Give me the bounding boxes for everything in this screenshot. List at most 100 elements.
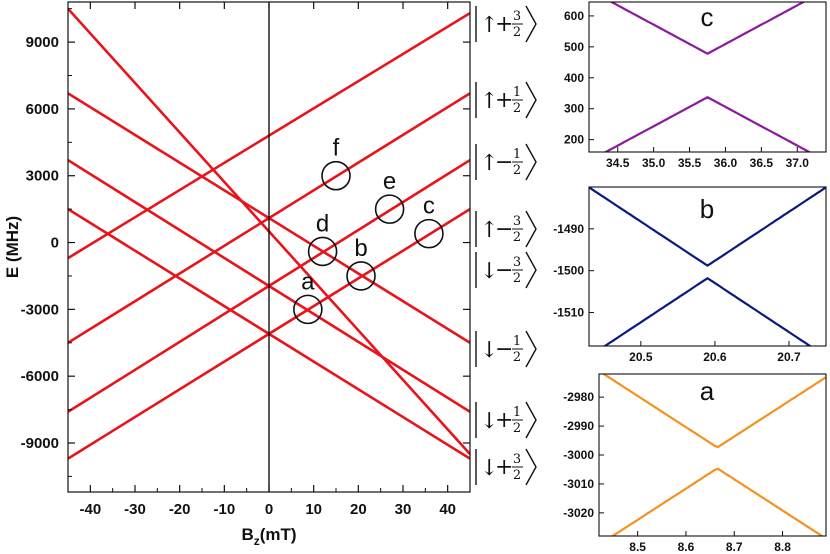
anticrossing-circle-e [374, 194, 405, 224]
x-tick-label: -20 [169, 501, 191, 518]
ket-angle [525, 5, 537, 43]
inset-c-x-tick-label: 35.0 [642, 156, 666, 170]
inset-b-x-tick-label: 20.5 [629, 350, 653, 364]
state-label-2: ↑+12 [475, 81, 537, 119]
inset-a-x-tick-label: 8.8 [774, 540, 791, 554]
x-tick-label: 10 [305, 501, 322, 518]
main-plot-area [68, 2, 470, 492]
sign: − [495, 337, 513, 362]
state-label-5: ↓−32 [475, 251, 537, 289]
anticrossing-label-d: d [316, 210, 329, 237]
spin-arrow: ↓ [480, 456, 498, 481]
sign: + [495, 455, 513, 480]
y-tick-label: 9000 [26, 34, 59, 51]
fraction-numerator: 1 [513, 334, 521, 349]
anticrossing-label-e: e [383, 168, 396, 195]
inset-c-x-tick-label: 36.0 [714, 156, 738, 170]
spin-arrow: ↓ [480, 409, 498, 434]
inset-c-y-tick-label: 400 [564, 71, 584, 85]
ket-angle [525, 251, 537, 289]
ket-angle [525, 448, 537, 486]
inset-a-y-tick-label: -3020 [563, 506, 594, 520]
inset-b-y-tick-label: -1510 [553, 306, 584, 320]
anticrossing-label-f: f [333, 135, 340, 162]
sign: + [495, 12, 513, 37]
inset-c-x-tick-label: 34.5 [606, 156, 630, 170]
fraction-numerator: 1 [513, 147, 521, 162]
spin-arrow: ↑ [480, 13, 498, 38]
fraction-denominator: 2 [513, 101, 521, 116]
x-tick-label: -10 [213, 501, 235, 518]
y-tick-label: 3000 [26, 168, 59, 185]
inset-a-x-tick-label: 8.7 [726, 540, 743, 554]
ket-angle [525, 401, 537, 439]
inset-a-y-tick-label: -3010 [563, 477, 594, 491]
fraction-numerator: 3 [513, 214, 521, 229]
sign: + [495, 88, 513, 113]
inset-c-lower-branch [603, 96, 812, 152]
sign: − [495, 217, 513, 242]
inset-b-x-tick-label: 20.6 [703, 350, 727, 364]
state-label-8: ↓+32 [475, 448, 537, 486]
anticrossing-circle-c [414, 218, 444, 249]
fraction-numerator: 1 [513, 85, 521, 100]
anticrossing-circle-a [293, 294, 323, 325]
anticrossing-label-c: c [423, 193, 435, 220]
x-tick-label: 40 [439, 501, 456, 518]
spin-arrow: ↓ [480, 259, 498, 284]
fraction-numerator: 3 [513, 452, 521, 467]
sign: + [495, 408, 513, 433]
x-axis-label-subscript: z [254, 534, 260, 548]
x-tick-label: 20 [350, 501, 367, 518]
inset-a-upper-branch [601, 374, 826, 449]
inset-b-lower-branch [603, 276, 812, 346]
inset-c-frame [588, 1, 827, 153]
x-tick-label: -40 [79, 501, 101, 518]
y-tick-label: -6000 [21, 368, 59, 385]
inset-c-y-tick-label: 500 [564, 40, 584, 54]
y-axis-label: E (MHz) [3, 216, 22, 278]
anticrossing-label-a: a [301, 268, 315, 295]
fraction-numerator: 3 [513, 9, 521, 24]
sign: − [495, 258, 513, 283]
state-label-1: ↑+32 [475, 5, 537, 43]
fraction-denominator: 2 [513, 421, 521, 436]
state-label-7: ↓+12 [475, 401, 537, 439]
x-tick-label: -30 [124, 501, 146, 518]
inset-a-x-tick-label: 8.6 [678, 540, 695, 554]
fraction-denominator: 2 [513, 468, 521, 483]
ket-angle [525, 330, 537, 368]
inset-b-title: b [700, 194, 714, 224]
anticrossing-label-b: b [354, 235, 367, 262]
inset-a-plot-area [601, 374, 826, 536]
ket-angle [525, 81, 537, 119]
inset-c-title: c [701, 2, 714, 32]
anticrossing-circle-b [346, 261, 376, 291]
anticrossing-circle-f [321, 160, 351, 191]
inset-a-y-tick-label: -2990 [563, 419, 594, 433]
inset-b-upper-branch [589, 187, 826, 267]
inset-c-y-tick-label: 200 [564, 133, 584, 147]
fraction-numerator: 1 [513, 405, 521, 420]
x-axis-label-symbol: B [241, 525, 253, 544]
state-label-6: ↓−12 [475, 330, 537, 368]
fraction-denominator: 2 [513, 271, 521, 286]
x-axis-label: Bz(mT) [241, 525, 296, 548]
inset-c-y-tick-label: 300 [564, 102, 584, 116]
inset-b-x-tick-label: 20.7 [777, 350, 801, 364]
x-tick-label: 0 [265, 501, 273, 518]
fraction-denominator: 2 [513, 163, 521, 178]
inset-b-y-tick-label: -1490 [553, 222, 584, 236]
inset-c-y-tick-label: 600 [564, 9, 584, 23]
inset-a-y-tick-label: -2980 [563, 390, 594, 404]
fraction-denominator: 2 [513, 350, 521, 365]
inset-b-frame [588, 186, 827, 347]
x-tick-label: 30 [395, 501, 412, 518]
inset-a-y-tick-label: -3000 [563, 448, 594, 462]
spin-arrow: ↑ [480, 89, 498, 114]
spin-arrow: ↑ [480, 151, 498, 176]
inset-b-y-tick-label: -1500 [553, 264, 584, 278]
x-axis-label-unit: (mT) [260, 525, 297, 544]
y-tick-label: -3000 [21, 301, 59, 318]
ket-angle [525, 143, 537, 181]
